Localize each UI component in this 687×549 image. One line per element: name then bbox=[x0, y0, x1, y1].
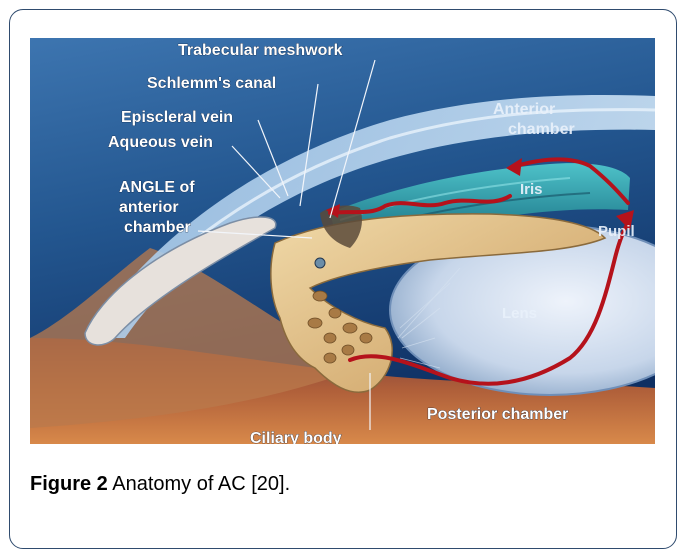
label-iris: Iris bbox=[520, 181, 543, 198]
schlemms-canal bbox=[315, 258, 325, 268]
label-angle-line1: ANGLE of bbox=[119, 179, 195, 196]
caption-text: Anatomy of AC [20]. bbox=[108, 473, 290, 495]
label-episcleral-vein: Episcleral vein bbox=[121, 109, 233, 126]
label-anterior-chamber-line2: chamber bbox=[508, 121, 575, 138]
caption-label: Figure 2 bbox=[30, 473, 108, 495]
label-lens: Lens bbox=[502, 305, 537, 322]
label-posterior-chamber: Posterior chamber bbox=[427, 406, 568, 423]
label-angle-line3: chamber bbox=[124, 219, 191, 236]
eye-anatomy-illustration: Trabecular meshwork Schlemm's canal Epis… bbox=[30, 38, 655, 444]
label-ciliary-body: Ciliary body bbox=[250, 430, 342, 444]
label-aqueous-vein: Aqueous vein bbox=[108, 134, 213, 151]
label-schlemms-canal: Schlemm's canal bbox=[147, 75, 276, 92]
figure-caption: Figure 2 Anatomy of AC [20]. bbox=[30, 473, 290, 496]
label-pupil: Pupil bbox=[598, 223, 635, 240]
label-anterior-chamber-line1: Anterior bbox=[493, 101, 555, 118]
label-trabecular-meshwork: Trabecular meshwork bbox=[178, 42, 343, 59]
label-angle-line2: anterior bbox=[119, 199, 179, 216]
